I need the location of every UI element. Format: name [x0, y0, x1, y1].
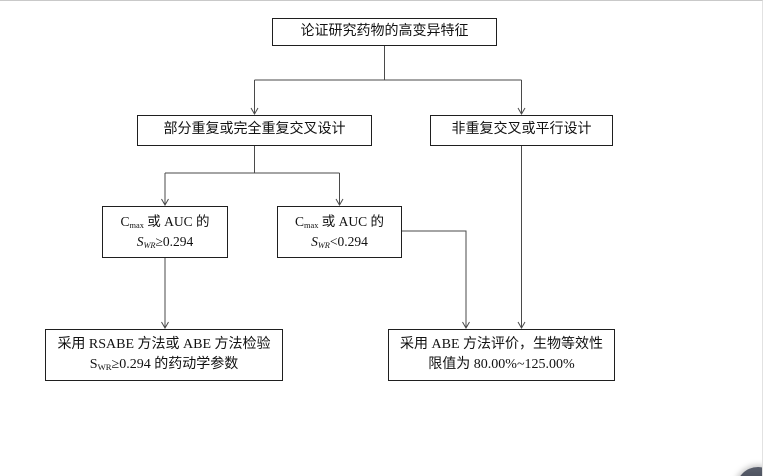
node-swr-lt-line1: Cmax 或 AUC 的 — [295, 212, 384, 232]
node-abe-result-line2: 限值为 80.00%~125.00% — [428, 357, 575, 372]
node-swr-lt-line2: SWR<0.294 — [311, 232, 368, 252]
cmax-symbol: C — [120, 214, 130, 230]
node-swr-ge-line1-rest: 或 AUC 的 — [143, 214, 210, 230]
swr-symbol: S — [89, 357, 98, 372]
node-rsabe-result-line1: 采用 RSABE 方法或 ABE 方法检验 — [57, 336, 271, 352]
node-non-replicated-design-label: 非重复交叉或平行设计 — [451, 122, 592, 138]
swr-symbol: S — [136, 234, 144, 249]
node-root-label: 论证研究药物的高变异特征 — [300, 23, 469, 39]
node-root: 论证研究药物的高变异特征 — [272, 18, 497, 46]
node-abe-result: 采用 ABE 方法评价，生物等效性 限值为 80.00%~125.00% — [388, 329, 615, 381]
node-swr-ge-line2-rest: ≥0.294 — [155, 234, 194, 249]
swr-subscript: WR — [143, 241, 156, 251]
node-replicated-design: 部分重复或完全重复交叉设计 — [137, 115, 372, 146]
node-swr-ge-line2: SWR≥0.294 — [137, 232, 194, 252]
arrowhead — [250, 107, 259, 115]
swr-subscript: WR — [97, 362, 112, 373]
node-swr-lt-line1-rest: 或 AUC 的 — [318, 214, 385, 230]
node-abe-result-line1: 采用 ABE 方法评价，生物等效性 — [400, 336, 603, 352]
arrowhead — [517, 107, 526, 115]
node-swr-ge: Cmax 或 AUC 的 SWR≥0.294 — [102, 206, 228, 258]
node-non-replicated-design: 非重复交叉或平行设计 — [430, 115, 613, 146]
arrowhead — [462, 321, 470, 329]
cmax-subscript: max — [129, 221, 144, 231]
arrowhead — [517, 321, 526, 329]
node-rsabe-result-line2: SWR≥0.294 的药动学参数 — [90, 355, 238, 375]
swr-subscript: WR — [317, 241, 330, 251]
arrowhead — [161, 198, 169, 206]
cmax-subscript: max — [303, 221, 319, 231]
node-rsabe-result-line2-rest: ≥0.294 的药动学参数 — [111, 357, 239, 372]
cmax-symbol: C — [294, 214, 304, 230]
node-swr-ge-line1: Cmax 或 AUC 的 — [120, 212, 209, 232]
arrowhead — [335, 198, 344, 206]
node-replicated-design-label: 部分重复或完全重复交叉设计 — [163, 122, 346, 138]
edge-replicated-trunk — [165, 146, 340, 174]
floating-widget-button[interactable] — [736, 467, 762, 476]
node-rsabe-result: 采用 RSABE 方法或 ABE 方法检验 SWR≥0.294 的药动学参数 — [45, 329, 283, 381]
swr-symbol: S — [311, 234, 318, 249]
arrowhead — [161, 321, 169, 329]
node-swr-lt-line2-rest: <0.294 — [329, 234, 368, 249]
edge-swrlt-to-abe — [402, 230, 467, 327]
node-swr-lt: Cmax 或 AUC 的 SWR<0.294 — [277, 206, 402, 258]
edge-root-trunk — [254, 46, 522, 81]
